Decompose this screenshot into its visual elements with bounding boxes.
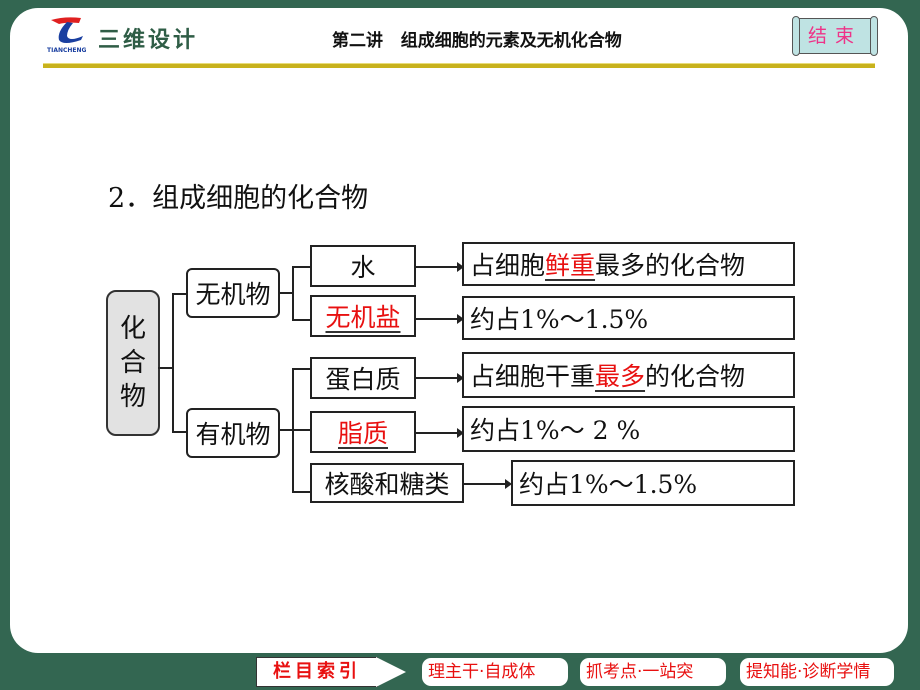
root-node-compounds: 化 合 物 — [106, 290, 160, 436]
nucleic-acid-sugar-label: 核酸和糖类 — [324, 470, 450, 499]
connector — [278, 429, 292, 431]
protein-label: 蛋白质 — [325, 365, 401, 394]
connector — [292, 319, 310, 321]
desc-text: 占细胞干重 — [470, 362, 596, 391]
protein-desc: 占细胞干重最多的化合物 — [462, 352, 795, 398]
end-button[interactable]: 结束 — [792, 16, 878, 56]
desc-text: 占细胞 — [470, 251, 546, 280]
lipid-desc: 约占1%～ 2 % — [462, 406, 795, 452]
desc-text: 的化合物 — [645, 362, 746, 391]
arrow — [414, 262, 464, 272]
inorganic-node: 无机物 — [186, 268, 280, 318]
connector — [292, 491, 310, 493]
index-arrow-icon — [376, 657, 406, 687]
connector — [172, 293, 174, 433]
inorganic-salt-label: 无机盐 — [325, 303, 401, 332]
arrow — [414, 428, 464, 438]
nucleic-acid-sugar-node: 核酸和糖类 — [310, 463, 464, 503]
lipid-node: 脂质 — [310, 411, 416, 453]
desc-text: 约占1%～ 2 % — [470, 416, 641, 445]
brand-name: 三维设计 — [98, 28, 199, 53]
lecture-title: 第二讲 组成细胞的元素及无机化合物 — [332, 31, 622, 51]
inorganic-salt-desc: 约占1%～1.5% — [462, 296, 795, 340]
nav-button-diagnosis[interactable]: 提知能·诊断学情 — [740, 658, 894, 686]
arrow — [414, 373, 464, 383]
organic-label: 有机物 — [195, 420, 271, 449]
tiancheng-logo-icon: TIANCHENG — [47, 17, 87, 54]
root-char: 化 — [119, 314, 146, 344]
desc-text: 约占1%～1.5% — [470, 305, 649, 334]
connector — [292, 429, 310, 431]
nav-button-exam-points[interactable]: 抓考点·一站突 — [580, 658, 726, 686]
protein-node: 蛋白质 — [310, 357, 416, 399]
inorganic-salt-node: 无机盐 — [310, 295, 416, 337]
connector — [292, 368, 310, 370]
arrow — [414, 314, 464, 324]
connector — [292, 266, 310, 268]
nucleic-acid-sugar-desc: 约占1%～1.5% — [511, 460, 795, 506]
connector — [172, 431, 186, 433]
highlight-most: 最多 — [595, 362, 646, 391]
connector — [292, 266, 294, 321]
header-divider — [43, 63, 875, 68]
water-node: 水 — [310, 245, 416, 287]
section-title: 2．组成细胞的化合物 — [108, 183, 369, 214]
column-index-label: 栏目索引 — [256, 657, 378, 687]
nav-button-core-system[interactable]: 理主干·自成体 — [422, 658, 568, 686]
water-desc: 占细胞鲜重最多的化合物 — [462, 242, 795, 286]
root-char: 合 — [119, 348, 146, 378]
desc-text: 最多的化合物 — [595, 251, 746, 280]
inorganic-label: 无机物 — [195, 280, 271, 309]
water-label: 水 — [350, 253, 376, 282]
desc-text: 约占1%～1.5% — [519, 470, 698, 499]
connector — [172, 293, 186, 295]
highlight-fresh-weight: 鲜重 — [545, 251, 596, 280]
arrow — [462, 479, 512, 489]
svg-text:TIANCHENG: TIANCHENG — [47, 47, 87, 54]
root-char: 物 — [119, 382, 146, 412]
connector — [158, 367, 172, 369]
lipid-label: 脂质 — [337, 419, 388, 448]
connector — [278, 292, 292, 294]
organic-node: 有机物 — [186, 408, 280, 458]
